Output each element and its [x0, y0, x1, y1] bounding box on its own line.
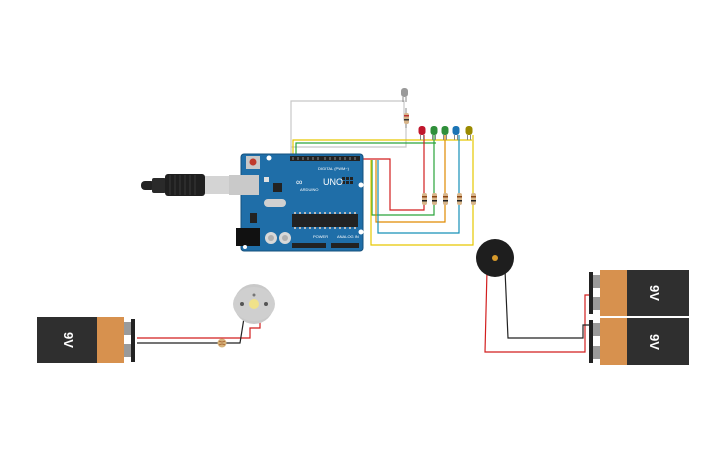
- wire-motor-red[interactable]: [137, 318, 261, 339]
- resistor-4[interactable]: [457, 193, 462, 205]
- board-brand: ARDUINO: [300, 187, 318, 192]
- analog-label: ANALOG IN: [337, 234, 359, 239]
- battery-right-bottom[interactable]: 9V: [589, 318, 689, 365]
- resistor-row: [422, 193, 476, 205]
- digital-label: DIGITAL (PWM~): [318, 166, 350, 171]
- led-2[interactable]: [430, 126, 438, 140]
- resistor-2[interactable]: [432, 193, 437, 205]
- wire-motor-black[interactable]: [137, 317, 245, 344]
- battery-left[interactable]: 9V: [37, 317, 135, 363]
- resistor-5[interactable]: [471, 193, 476, 205]
- arduino-uno-board[interactable]: DIGITAL (PWM~) ∞ UNO ARDUINO POWER ANALO…: [229, 153, 364, 252]
- photoresistor[interactable]: [217, 338, 227, 348]
- wire-green-led[interactable]: [371, 135, 435, 216]
- led-gray[interactable]: [401, 88, 408, 102]
- led-5[interactable]: [465, 126, 473, 140]
- battery-right-top-label: 9V: [647, 285, 662, 301]
- dc-motor[interactable]: [233, 284, 275, 324]
- power-jack: [236, 228, 260, 246]
- wire-gray[interactable]: [290, 100, 407, 160]
- battery-right-top[interactable]: 9V: [589, 270, 689, 316]
- resistor-3[interactable]: [443, 193, 448, 205]
- wire-green-top[interactable]: [295, 142, 436, 158]
- power-header[interactable]: [292, 243, 326, 248]
- led-3[interactable]: [441, 126, 449, 140]
- wire-teal-led[interactable]: [377, 135, 460, 234]
- battery-left-label: 9V: [61, 332, 76, 348]
- wire-orange-led[interactable]: [375, 135, 446, 223]
- wire-red-led[interactable]: [360, 135, 425, 211]
- led-row: [418, 126, 473, 140]
- wire-yellow-top[interactable]: [292, 139, 472, 158]
- wires: [137, 100, 592, 353]
- wire-yellow-led[interactable]: [370, 135, 474, 246]
- reset-button-cap[interactable]: [249, 158, 257, 166]
- usb-chip: [273, 183, 282, 192]
- board-model: UNO: [323, 177, 343, 187]
- arduino-logo: ∞: [296, 177, 302, 187]
- wire-buzzer-black[interactable]: [504, 269, 592, 339]
- piezo-buzzer[interactable]: [476, 239, 514, 277]
- crystal: [264, 199, 286, 207]
- battery-right-bottom-label: 9V: [647, 334, 662, 350]
- usb-port: [229, 175, 259, 195]
- power-label: POWER: [313, 234, 328, 239]
- led-1[interactable]: [418, 126, 426, 140]
- microcontroller-chip: [292, 214, 358, 227]
- led-4[interactable]: [452, 126, 460, 140]
- resistor-1[interactable]: [422, 193, 427, 205]
- wire-buzzer-red[interactable]: [484, 269, 592, 353]
- analog-header[interactable]: [331, 243, 359, 248]
- resistor-top[interactable]: [404, 108, 409, 128]
